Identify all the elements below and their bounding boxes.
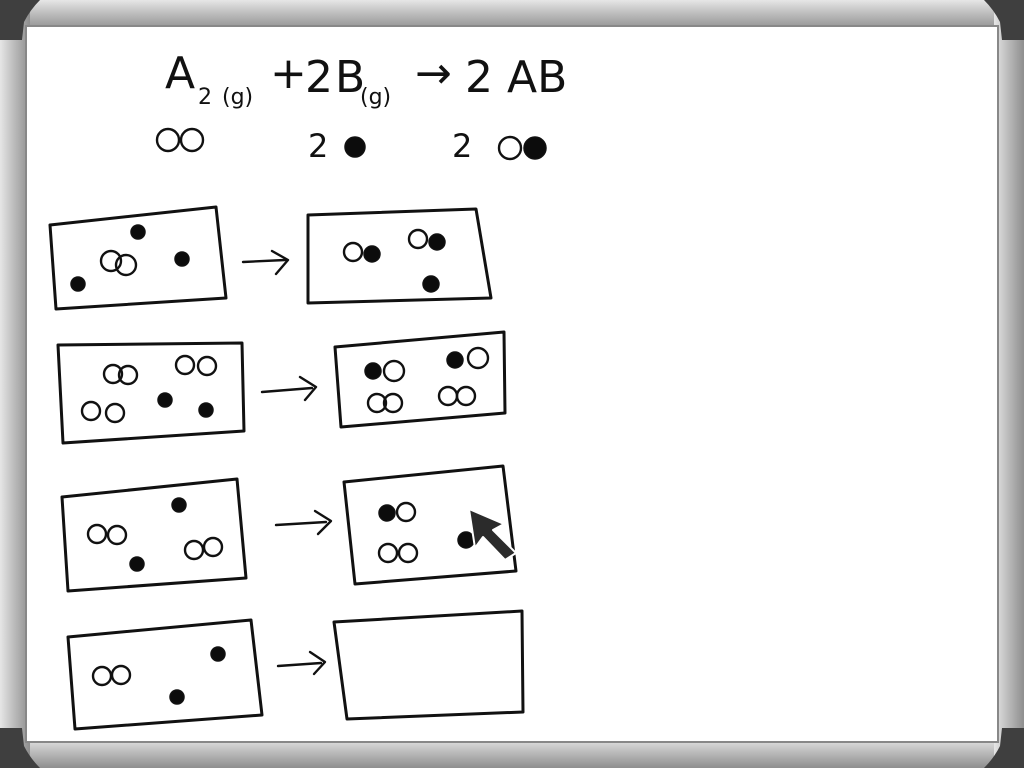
arrow-cursor-icon — [468, 508, 517, 561]
row-2-before-particles — [80, 354, 218, 424]
row-3-arrow — [274, 509, 333, 536]
reactant-a-state: (g) — [222, 85, 253, 110]
row-2-after-particles — [364, 346, 490, 414]
row-2 — [56, 330, 507, 445]
reactant-b-coefficient: 2 — [305, 52, 333, 103]
row-4-before-box — [66, 618, 264, 731]
row-2-arrow — [260, 375, 318, 402]
row-4-arrow — [276, 650, 327, 676]
row-4-before-particles — [91, 646, 226, 705]
ab-molecule-key — [497, 135, 547, 161]
row-1-after-box — [306, 207, 493, 305]
row-2-before-box — [56, 341, 246, 445]
row-4-after-box-empty — [332, 609, 525, 721]
row-3-after-box — [342, 464, 518, 586]
b-atom-key — [344, 136, 366, 158]
row-1-arrow — [241, 249, 290, 276]
ab-count: 2 — [452, 127, 472, 165]
row-4 — [66, 609, 525, 731]
b-count: 2 — [308, 127, 328, 165]
row-2-after-box — [333, 330, 507, 429]
reactant-a-subscript: 2 — [198, 85, 212, 110]
reactant-b-symbol: B — [335, 52, 365, 103]
row-3-before-box — [60, 477, 248, 593]
reaction-arrow: → — [415, 48, 452, 99]
a2-molecule-key — [155, 127, 205, 153]
row-1 — [48, 205, 493, 311]
row-3-before-particles — [86, 497, 224, 572]
row-1-before-particles — [70, 224, 190, 292]
molecule-key: 2 2 — [155, 127, 547, 165]
product-ab: 2 AB — [465, 52, 567, 103]
row-3 — [60, 464, 518, 593]
reactant-b-state: (g) — [360, 85, 391, 110]
plus-sign: + — [270, 48, 307, 99]
row-1-before-box — [48, 205, 228, 311]
reactant-a-symbol: A — [165, 48, 195, 99]
chemical-equation: A 2 (g) + 2 B (g) → 2 AB — [165, 48, 567, 110]
row-3-after-particles — [377, 501, 475, 564]
row-1-after-particles — [342, 228, 446, 293]
